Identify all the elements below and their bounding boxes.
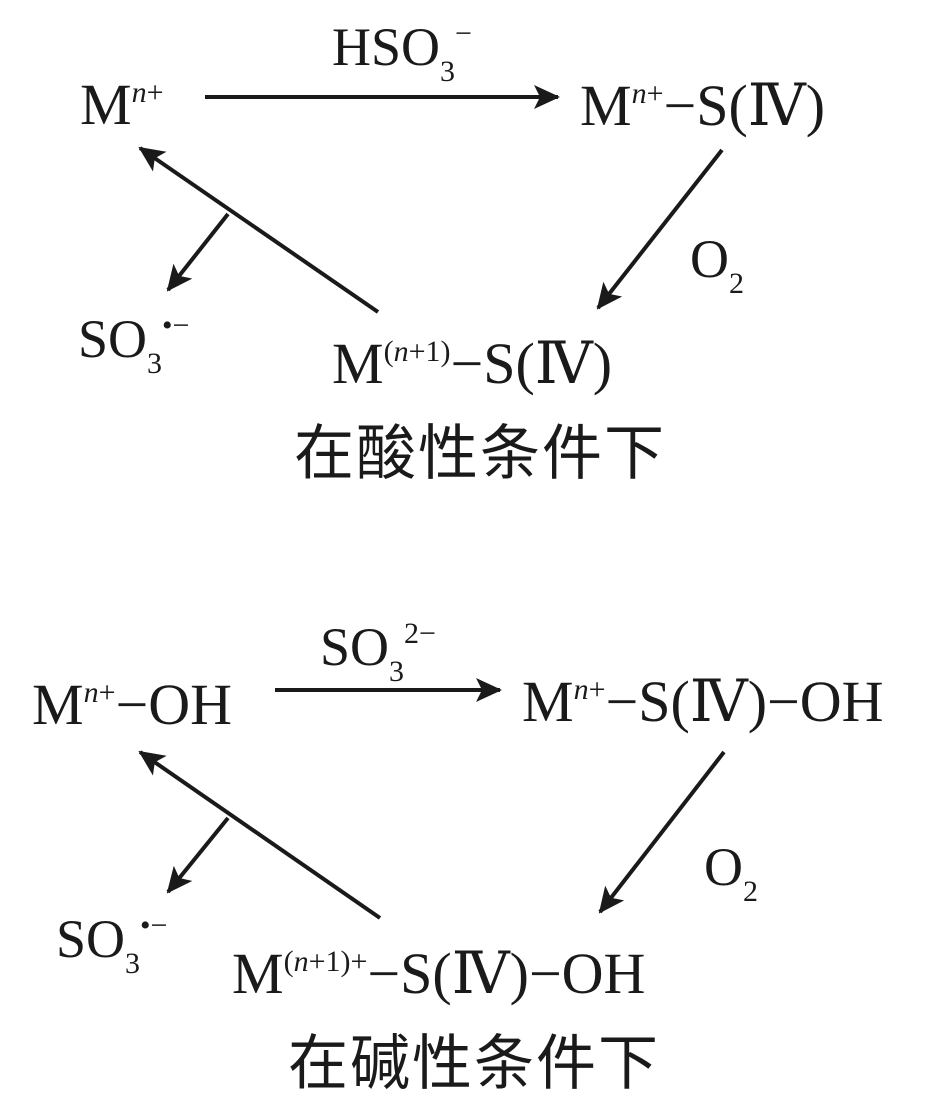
node-acid-mn-s4: Mn+−S(Ⅳ) <box>580 71 826 139</box>
arrow-acid-return <box>138 146 380 314</box>
node-base-mn-oh: Mn+−OH <box>32 672 232 737</box>
node-acid-mn1-s4: M(n+1)−S(Ⅳ) <box>332 329 613 397</box>
product-base-so3-radical: SO3•− <box>56 909 168 980</box>
arrow-base-return <box>138 750 382 920</box>
caption-basic: 在碱性条件下 <box>288 1029 660 1099</box>
node-acid-mn: Mn+ <box>80 72 164 137</box>
arrow-acid-release <box>166 212 230 292</box>
caption-acidic: 在酸性条件下 <box>294 419 666 489</box>
reagent-acid-o2: O2 <box>690 229 744 300</box>
arrow-acid-right <box>596 148 724 310</box>
arrow-base-release <box>166 816 230 894</box>
reagent-base-o2: O2 <box>704 837 758 908</box>
product-acid-so3-radical: SO3•− <box>78 309 190 380</box>
reagent-acid-hso3: HSO3− <box>332 17 472 88</box>
reagent-base-so3: SO32− <box>320 617 436 688</box>
arrow-base-right <box>598 750 726 914</box>
node-base-mn-s4-oh: Mn+−S(Ⅳ)−OH <box>522 667 884 735</box>
node-base-mn1-s4-oh: M(n+1)+−S(Ⅳ)−OH <box>232 939 646 1007</box>
